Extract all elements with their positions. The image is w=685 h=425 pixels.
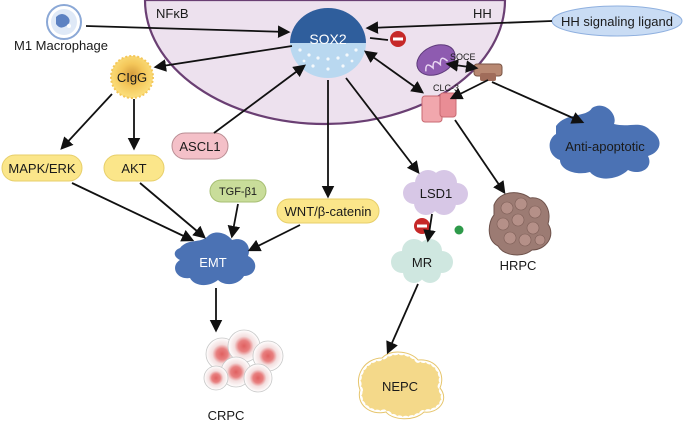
- clc3-label: CLC-3: [433, 83, 459, 93]
- arrow-macrophage-to-sox2: [85, 25, 291, 38]
- soce-channel-icon: [473, 63, 503, 81]
- inhibition-icon: [414, 218, 430, 234]
- arrow-wnt-to-emt: [247, 224, 301, 252]
- clc3-channel-icon: [421, 92, 457, 123]
- hh-label: HH: [473, 6, 492, 21]
- arrow-clc3-to-hrpc: [454, 119, 506, 195]
- arrow-mapk-to-emt: [71, 182, 195, 242]
- wnt-label: WNT/β-catenin: [285, 204, 372, 219]
- macrophage-icon: [46, 4, 82, 40]
- hrpc-label: HRPC: [500, 258, 537, 273]
- hh-ligand-label: HH signaling ligand: [561, 14, 673, 29]
- sox2-node: [290, 8, 366, 78]
- nepc-label: NEPC: [382, 379, 418, 394]
- wnt-node: [276, 198, 380, 224]
- arrow-tgf-to-emt: [227, 203, 241, 239]
- hrpc-node: [488, 192, 552, 256]
- lsd1-label: LSD1: [420, 186, 453, 201]
- arrow-mr-to-nepc: [386, 283, 419, 355]
- nepc-node: [355, 349, 447, 422]
- soce-label: SOCE: [450, 52, 476, 62]
- crpc-cells-icon: [203, 329, 284, 393]
- arrow-soce-to-clc3: [449, 79, 489, 100]
- emt-node: [174, 232, 256, 286]
- cigg-icon: [110, 55, 154, 99]
- arrow-ligand-to-sox2: [365, 20, 553, 34]
- arrow-sox2-to-cigg: [153, 45, 293, 72]
- nfkb-label: NFκB: [156, 6, 189, 21]
- inhibition-icon: [390, 31, 406, 47]
- arrow-akt-to-emt: [139, 182, 206, 239]
- mr-label: MR: [412, 255, 432, 270]
- anti-apoptotic-label: Anti-apoptotic: [565, 139, 645, 154]
- green-dot-icon: [454, 225, 464, 235]
- anti-apoptotic-node: [549, 105, 660, 179]
- emt-label: EMT: [199, 255, 227, 270]
- tgf-b1-node: [209, 179, 267, 203]
- arrow-cigg-to-mapk: [60, 93, 113, 150]
- arrow-mito-soce-double: [445, 59, 479, 73]
- cigg-label: CIgG: [117, 70, 147, 85]
- arrow-sox2-to-inhibit: [369, 37, 389, 41]
- arrow-soce-to-anti-apoptotic: [491, 81, 585, 124]
- ascl1-node: [171, 132, 229, 160]
- arrow-ascl1-to-sox2: [213, 64, 307, 134]
- sox2-label: SOX2: [309, 31, 347, 47]
- mapk-erk-node: [1, 154, 83, 182]
- arrow-sox2-to-lsd1: [345, 77, 420, 175]
- crpc-label: CRPC: [208, 408, 245, 423]
- mapk-erk-label: MAPK/ERK: [8, 161, 76, 176]
- arrow-lsd1-to-mr: [423, 213, 436, 243]
- mr-node: [391, 239, 453, 283]
- ascl1-label: ASCL1: [179, 139, 220, 154]
- tgf-b1-label: TGF-β1: [219, 186, 257, 198]
- m1-macrophage-label: M1 Macrophage: [14, 38, 108, 53]
- akt-label: AKT: [121, 161, 146, 176]
- lsd1-node: [403, 170, 468, 215]
- akt-node: [103, 154, 165, 182]
- arrow-sox2-soce-double: [363, 50, 425, 94]
